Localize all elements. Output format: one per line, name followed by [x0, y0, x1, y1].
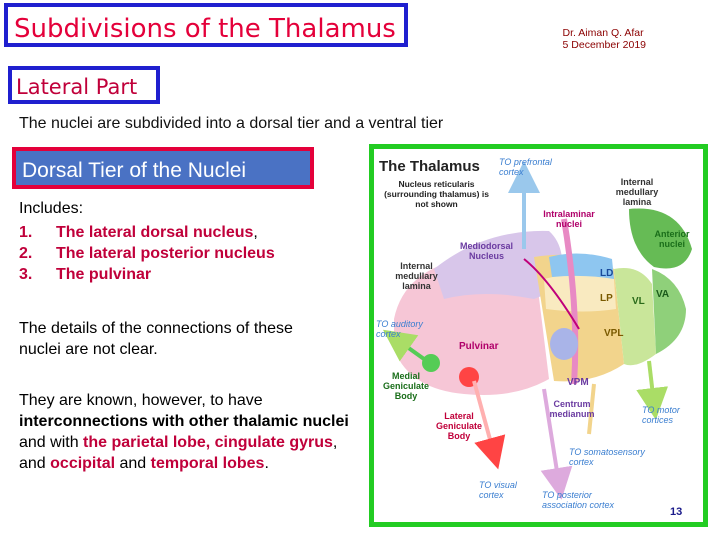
label-lp: LP	[600, 293, 613, 304]
mgb-shape	[422, 354, 440, 372]
label-prefrontal: TO prefrontal cortex	[499, 157, 552, 177]
label-internal-left: Internal medullary lamina	[395, 261, 438, 291]
centrum-medianum-region	[550, 328, 578, 360]
label-va: VA	[656, 289, 669, 300]
thalamus-figure: The Thalamus Nucleus reticularis (surrou…	[369, 144, 708, 527]
va-region	[652, 269, 686, 354]
label-pulvinar: Pulvinar	[459, 341, 499, 352]
label-mediodorsal: Mediodorsal Nucleus	[459, 241, 513, 261]
mediodorsal-region	[434, 230, 563, 299]
page-title: Subdivisions of the Thalamus	[4, 3, 408, 47]
list-item: 3.The pulvinar	[19, 266, 152, 283]
anterior-region	[629, 208, 692, 269]
intro-text: The nuclei are subdivided into a dorsal …	[19, 115, 444, 132]
ld-region	[549, 253, 614, 279]
date: 5 December 2019	[562, 39, 646, 51]
label-mgb: Medial Geniculate Body	[382, 371, 429, 401]
label-vl: VL	[632, 296, 645, 307]
author-name: Dr. Aiman Q. Afar	[562, 27, 644, 39]
figure-note: Nucleus reticularis (surrounding thalamu…	[384, 179, 489, 209]
dorsal-tier-heading: Dorsal Tier of the Nuclei	[12, 147, 314, 189]
label-centrum: Centrum medianum	[549, 399, 595, 419]
label-vpl: VPL	[604, 328, 623, 339]
label-anterior: Anterior nuclei	[654, 229, 690, 249]
list-item: 2.The lateral posterior nucleus	[19, 245, 275, 262]
label-intralaminar: Intralaminar nuclei	[543, 209, 595, 229]
vl-region	[614, 268, 656, 366]
label-motor: TO motor cortices	[642, 405, 680, 425]
connections-paragraph: They are known, however, to have interco…	[19, 392, 349, 472]
author-block: Dr. Aiman Q. Afar 5 December 2019	[563, 27, 646, 51]
label-vpm: VPM	[567, 377, 589, 388]
label-somato: TO somatosensory cortex	[569, 447, 645, 467]
internal-lamina	[561, 218, 579, 385]
label-auditory: TO auditory cortex	[376, 319, 423, 339]
nuclei-list: 1.The lateral dorsal nucleus, 2.The late…	[19, 222, 275, 285]
label-ld: LD	[600, 268, 613, 279]
label-internal-top: Internal medullary lamina	[615, 177, 659, 207]
label-visual: TO visual cortex	[479, 480, 517, 500]
page-number: 13	[670, 506, 683, 518]
details-paragraph: The details of the connections of these …	[19, 320, 293, 358]
list-item: 1.The lateral dorsal nucleus,	[19, 224, 258, 241]
figure-title: The Thalamus	[379, 158, 480, 175]
label-lgb: Lateral Geniculate Body	[435, 411, 482, 441]
label-posterior: TO posterior association cortex	[542, 490, 615, 510]
includes-label: Includes:	[19, 200, 84, 217]
section-heading: Lateral Part	[8, 66, 160, 104]
